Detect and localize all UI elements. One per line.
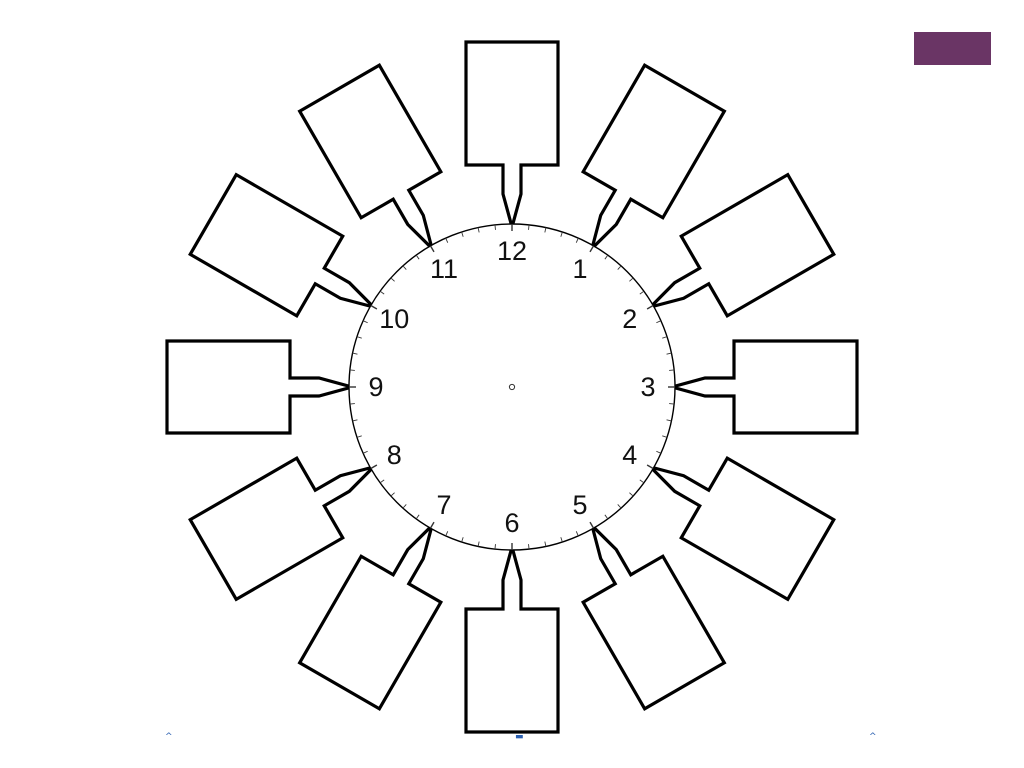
minute-tick [617, 504, 622, 509]
minute-tick [352, 419, 358, 422]
callout-box [580, 63, 727, 254]
minute-tick [370, 464, 378, 470]
minute-tick [604, 514, 609, 520]
minute-tick [445, 237, 449, 243]
minute-tick [390, 492, 395, 497]
minute-tick [362, 320, 368, 324]
minute-tick [461, 537, 464, 543]
minute-tick [477, 227, 480, 233]
callout-box [645, 455, 836, 602]
minute-tick [617, 265, 622, 270]
minute-tick [604, 254, 609, 260]
minute-tick [666, 352, 672, 355]
minute-tick [639, 479, 645, 484]
minute-tick [669, 403, 675, 405]
minute-tick [669, 369, 675, 371]
minute-tick [662, 435, 668, 438]
hour-label-6: 6 [504, 508, 519, 538]
footer-mark-center: ▬ [515, 732, 524, 742]
minute-tick [629, 277, 634, 282]
minute-tick [544, 541, 547, 547]
minute-tick [356, 435, 362, 438]
footer-mark-right: ^ [869, 732, 877, 742]
minute-tick [352, 352, 358, 355]
minute-tick [544, 227, 547, 233]
hour-label-10: 10 [379, 304, 409, 334]
callout-boxes [165, 40, 859, 734]
minute-tick [349, 369, 355, 371]
minute-tick [415, 514, 420, 520]
footer-mark-left: ^ [165, 732, 173, 742]
callout-box [188, 172, 379, 319]
minute-tick [494, 224, 496, 230]
accent-bar [914, 32, 991, 65]
minute-tick [415, 254, 420, 260]
minute-tick [429, 521, 435, 529]
minute-tick [429, 245, 435, 253]
callout-box [464, 40, 560, 234]
callout-box [165, 339, 359, 435]
hour-label-11: 11 [430, 254, 458, 284]
minute-ticks [349, 224, 675, 550]
callout-box [188, 455, 379, 602]
minute-tick [362, 450, 368, 454]
hour-label-5: 5 [572, 490, 587, 520]
minute-tick [575, 531, 579, 537]
minute-tick [560, 537, 563, 543]
minute-tick [646, 304, 654, 310]
minute-tick [528, 224, 530, 230]
center-pin [508, 383, 516, 391]
minute-tick [477, 541, 480, 547]
hour-label-8: 8 [387, 440, 402, 470]
callout-box [645, 172, 836, 319]
callout-box [580, 520, 727, 711]
minute-tick [356, 336, 362, 339]
minute-tick [402, 504, 407, 509]
hour-label-12: 12 [497, 236, 527, 266]
minute-tick [528, 544, 530, 550]
minute-tick [646, 464, 654, 470]
minute-tick [575, 237, 579, 243]
hour-label-2: 2 [622, 304, 637, 334]
minute-tick [629, 492, 634, 497]
minute-tick [349, 403, 355, 405]
minute-tick [589, 521, 595, 529]
minute-tick [639, 290, 645, 295]
minute-tick [656, 450, 662, 454]
callout-box [297, 520, 444, 711]
minute-tick [370, 304, 378, 310]
minute-tick [445, 531, 449, 537]
minute-tick [494, 544, 496, 550]
callout-box [665, 339, 859, 435]
hour-label-1: 1 [572, 254, 587, 284]
minute-tick [560, 231, 563, 237]
minute-tick [666, 419, 672, 422]
hour-label-3: 3 [640, 372, 655, 402]
minute-tick [379, 290, 385, 295]
minute-tick [390, 277, 395, 282]
minute-tick [662, 336, 668, 339]
minute-tick [656, 320, 662, 324]
hour-label-4: 4 [622, 440, 637, 470]
hour-label-9: 9 [368, 372, 383, 402]
minute-tick [402, 265, 407, 270]
minute-tick [379, 479, 385, 484]
hour-label-7: 7 [436, 490, 451, 520]
callout-box [464, 540, 560, 734]
clock-face [348, 223, 676, 551]
minute-tick [461, 231, 464, 237]
callout-box [297, 63, 444, 254]
minute-tick [589, 245, 595, 253]
